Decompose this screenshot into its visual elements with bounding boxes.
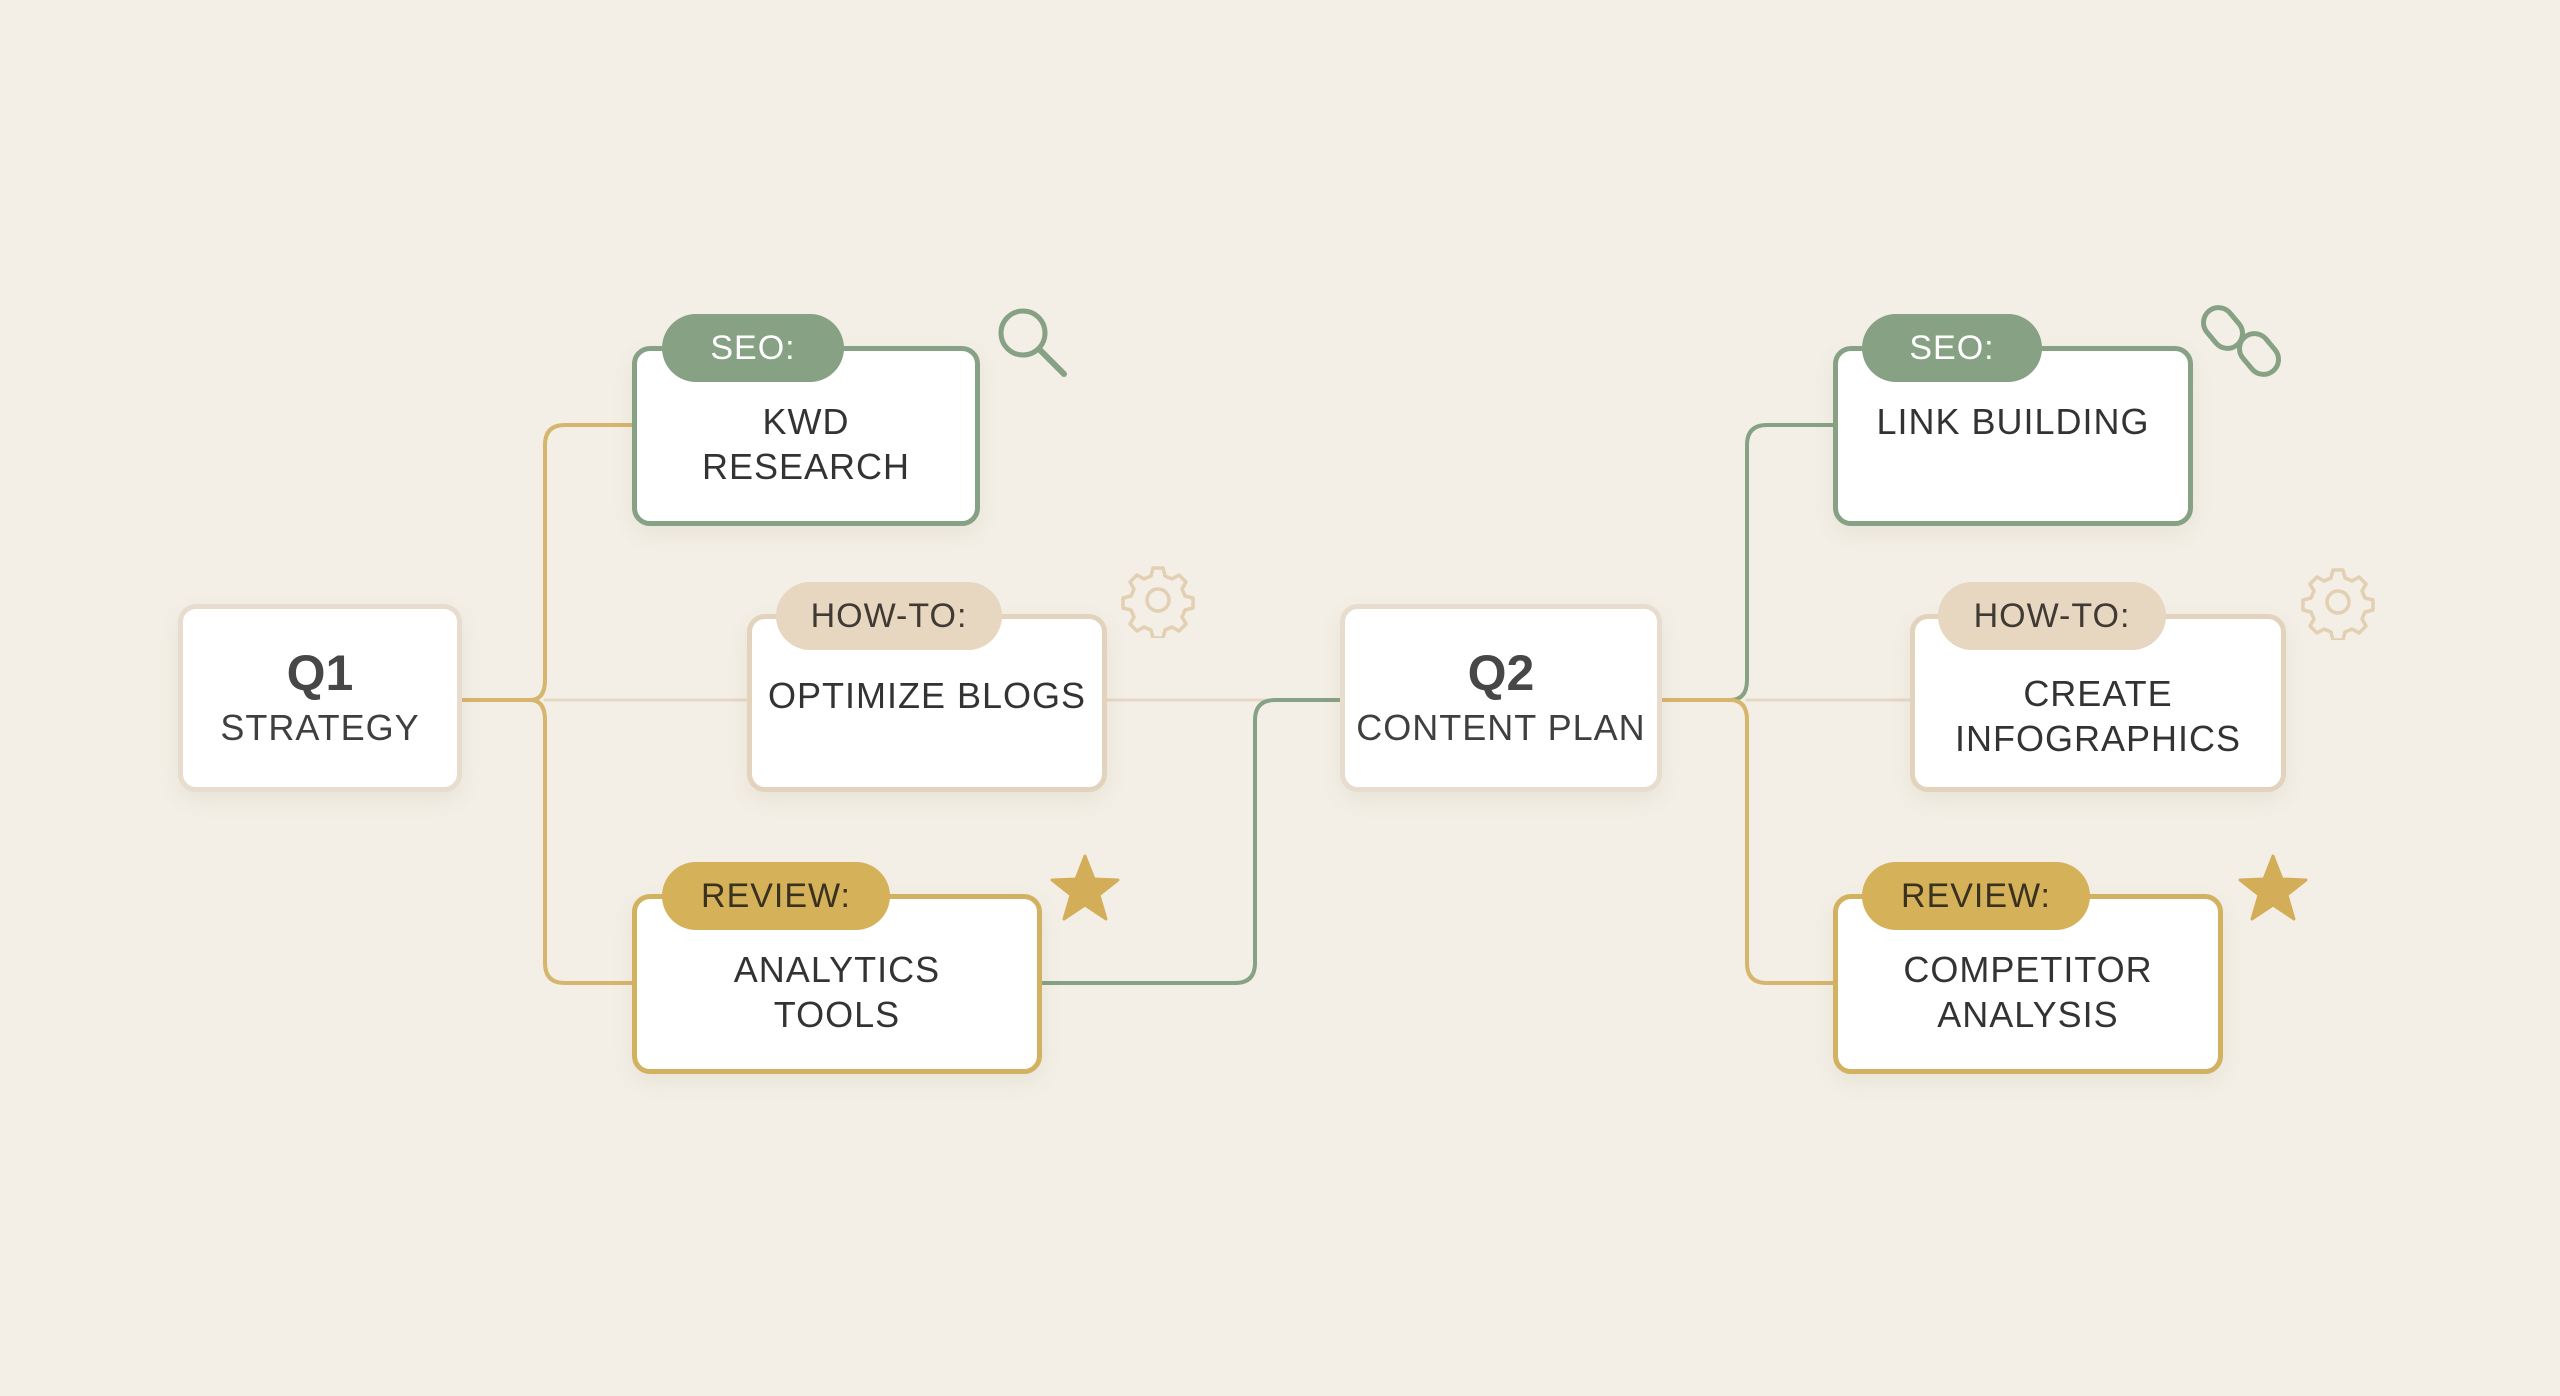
hub-q1-strategy: Q1 STRATEGY bbox=[178, 604, 462, 792]
task-text-line: INFOGRAPHICS bbox=[1954, 718, 2242, 759]
task-text-line: LINK BUILDING bbox=[1876, 401, 2150, 442]
connector-q2-to-competitor bbox=[1728, 698, 1835, 985]
task-text-line: OPTIMIZE BLOGS bbox=[767, 675, 1087, 716]
task-text: CREATE INFOGRAPHICS bbox=[1915, 671, 2281, 761]
hub-subtitle: CONTENT PLAN bbox=[1356, 707, 1646, 749]
star-icon bbox=[1050, 854, 1120, 921]
star-icon bbox=[2238, 854, 2308, 921]
connector-analytics-to-q2 bbox=[1040, 698, 1342, 985]
connector-q2-to-links bbox=[1728, 423, 1835, 702]
hub-q2-content-plan: Q2 CONTENT PLAN bbox=[1340, 604, 1662, 792]
tag-how-to: HOW-TO: bbox=[1938, 582, 2166, 650]
task-text: OPTIMIZE BLOGS bbox=[752, 673, 1102, 718]
tag-review: REVIEW: bbox=[662, 862, 890, 930]
search-icon bbox=[998, 308, 1067, 377]
task-text-line: CREATE bbox=[2023, 673, 2173, 714]
task-text-line: ANALYSIS bbox=[1937, 994, 2119, 1035]
task-text-line: TOOLS bbox=[773, 994, 901, 1035]
task-text-line: RESEARCH bbox=[701, 446, 911, 487]
hub-title: Q1 bbox=[286, 644, 354, 701]
link-icon bbox=[2201, 305, 2281, 377]
task-text-line: KWD bbox=[762, 401, 850, 442]
tag-seo: SEO: bbox=[662, 314, 844, 382]
task-text: KWD RESEARCH bbox=[637, 399, 975, 489]
hub-subtitle: STRATEGY bbox=[220, 707, 420, 749]
task-text: LINK BUILDING bbox=[1838, 399, 2188, 444]
connector-q1-to-analytics bbox=[528, 698, 634, 985]
gear-icon bbox=[2301, 568, 2375, 640]
tag-seo: SEO: bbox=[1862, 314, 2042, 382]
connector-q1-to-kwd bbox=[528, 423, 634, 702]
task-text-line: COMPETITOR bbox=[1903, 949, 2153, 990]
task-text: ANALYTICS TOOLS bbox=[637, 947, 1037, 1037]
tag-how-to: HOW-TO: bbox=[776, 582, 1002, 650]
task-text: COMPETITOR ANALYSIS bbox=[1838, 947, 2218, 1037]
gear-icon bbox=[1121, 566, 1195, 638]
task-text-line: ANALYTICS bbox=[733, 949, 941, 990]
tag-review: REVIEW: bbox=[1862, 862, 2090, 930]
hub-title: Q2 bbox=[1467, 644, 1535, 701]
